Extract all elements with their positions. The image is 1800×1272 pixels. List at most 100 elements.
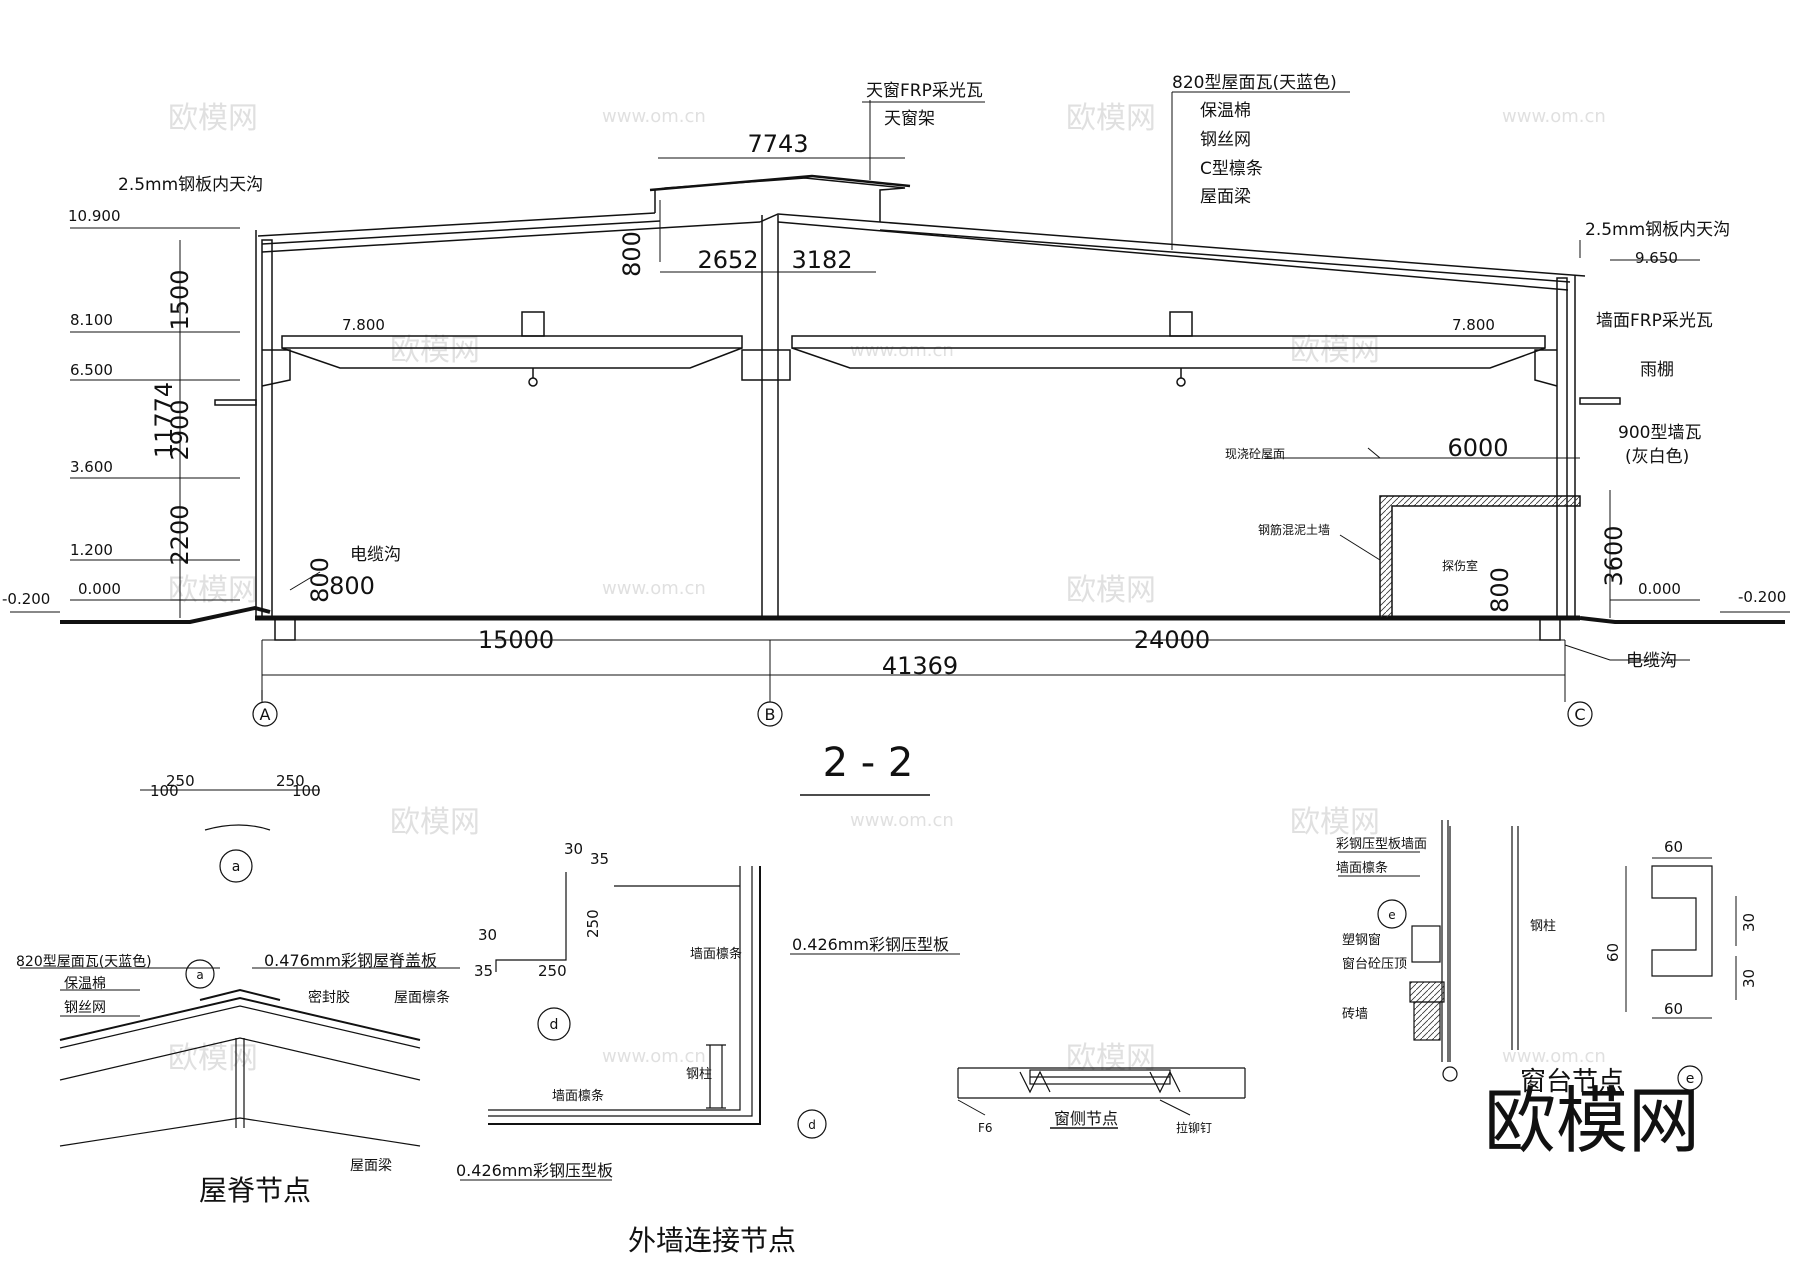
axis-bubble-a: [252, 701, 278, 727]
ridge-label-purlin: 屋面檩条: [394, 989, 450, 1006]
dim-3182: 3182: [791, 246, 852, 274]
corner-marker-circle: [537, 1007, 571, 1041]
dim-6000: 6000: [1447, 434, 1508, 462]
watermark-text: 欧模网: [168, 101, 258, 136]
elevation-10-900: 10.900: [68, 207, 121, 225]
sill-dim-60-top: 60: [1664, 838, 1683, 856]
label-wire-mesh: 钢丝网: [1200, 130, 1251, 150]
ridge-dim-100-left: 100: [150, 782, 179, 800]
watermark-text: 欧模网: [1066, 573, 1156, 608]
column-c: [1556, 277, 1568, 619]
corner-dim-35-left: 35: [474, 962, 493, 980]
corner-dim-35-top: 35: [590, 850, 609, 868]
watermark-text: 欧模网: [168, 573, 258, 608]
ground-left: [60, 605, 271, 624]
elevation-3-600: 3.600: [70, 458, 113, 476]
watermark-text: 欧模网: [390, 333, 480, 368]
elevation-0-000-right: 0.000: [1638, 580, 1681, 598]
axis-label-b: B: [765, 705, 776, 724]
elevation-crane-left: 7.800: [342, 316, 385, 334]
label-insulation: 保温棉: [1200, 101, 1251, 121]
dim-15000: 15000: [478, 626, 554, 654]
window-label-f6: F6: [978, 1121, 993, 1135]
corner-marker-label-2: d: [808, 1118, 816, 1132]
dim-41369: 41369: [882, 652, 958, 680]
sill-dim-60-bottom: 60: [1664, 1000, 1683, 1018]
watermark-url: www.om.cn: [602, 1046, 706, 1067]
label-inspection-room: 探伤室: [1442, 558, 1478, 573]
watermark-url: www.om.cn: [1502, 1046, 1606, 1067]
label-gutter-left: 2.5mm钢板内天沟: [118, 175, 263, 195]
dim-1500: 1500: [166, 269, 194, 330]
sill-marker-label: e: [1388, 908, 1395, 922]
sill-label-brick: 砖墙: [1342, 1007, 1368, 1022]
elevation-9-650: 9.650: [1635, 249, 1678, 267]
corner-label-panel-1: 0.426mm彩钢压型板: [792, 935, 949, 954]
roof-left-beam: [261, 220, 661, 245]
label-wall-tile: 900型墙瓦: [1618, 423, 1701, 443]
watermark-url: www.om.cn: [850, 340, 954, 361]
ridge-dim-100-right: 100: [292, 782, 321, 800]
corner-dim-30-top: 30: [564, 840, 583, 858]
ridge-marker-circle-2: [185, 959, 215, 989]
detail-wall-corner: [460, 866, 960, 1181]
corner-dim-30-left: 30: [478, 926, 497, 944]
crane-trolley-right: [1169, 311, 1193, 337]
sill-dim-30-bottom: 30: [1740, 969, 1758, 988]
label-wall-tile-color: (灰白色): [1625, 447, 1689, 467]
elevation-0-000-left: 0.000: [78, 580, 121, 598]
crane-girder-left: [281, 347, 743, 369]
roof-right-beam: [879, 229, 1571, 283]
window-label-rivet: 拉铆钉: [1176, 1120, 1212, 1135]
sill-label-window: 塑钢窗: [1342, 932, 1381, 948]
label-skylight-frp: 天窗FRP采光瓦: [866, 81, 983, 101]
sill-title: 窗台节点: [1520, 1067, 1624, 1097]
ridge-dim-250-right: 250: [276, 772, 305, 790]
watermark-text: 欧模网: [1066, 101, 1156, 136]
label-canopy: 雨棚: [1640, 360, 1674, 380]
window-side-title: 窗侧节点: [1054, 1109, 1118, 1128]
section-title: 2 - 2: [823, 740, 914, 786]
roof-left-beam-bottom: [261, 221, 761, 253]
elevation-6-500: 6.500: [70, 361, 113, 379]
dim-800-floor: 800: [306, 557, 334, 603]
watermark-url: www.om.cn: [1502, 106, 1606, 127]
label-skylight-frame: 天窗架: [884, 109, 935, 129]
axis-bubble-c: [1567, 701, 1593, 727]
elevation-minus-0-200-left: -0.200: [2, 590, 50, 608]
watermark-text: 欧模网: [1290, 805, 1380, 840]
elevation-1-200: 1.200: [70, 541, 113, 559]
watermark-url: www.om.cn: [850, 810, 954, 831]
roof-left-top: [257, 212, 656, 237]
watermark-text: 欧模网: [1290, 333, 1380, 368]
corner-label-purlin-2: 墙面檩条: [552, 1088, 604, 1104]
sill-marker-circle-2: [1677, 1065, 1703, 1091]
sill-label-column: 钢柱: [1530, 919, 1556, 934]
dim-7743: 7743: [747, 130, 808, 158]
crane-trolley-left: [521, 311, 545, 337]
dim-2900: 2900: [166, 399, 194, 460]
label-roof-beam: 屋面梁: [1200, 187, 1251, 207]
axis-label-a: A: [260, 705, 271, 724]
label-c-purlin: C型檩条: [1200, 159, 1263, 179]
dim-24000: 24000: [1134, 626, 1210, 654]
skylight-frame: [654, 177, 906, 222]
dim-11774: 11774: [150, 382, 178, 458]
ridge-marker-label-2: a: [196, 968, 203, 982]
watermark-text: 欧模网: [1066, 1041, 1156, 1076]
elevation-minus-0-200-right: -0.200: [1738, 588, 1786, 606]
elevation-crane-right: 7.800: [1452, 316, 1495, 334]
watermark-url: www.om.cn: [602, 578, 706, 599]
label-gutter-right: 2.5mm钢板内天沟: [1585, 220, 1730, 240]
crane-girder-right: [791, 347, 1546, 369]
ridge-label-insulation: 保温棉: [64, 975, 106, 992]
label-wall-frp: 墙面FRP采光瓦: [1596, 311, 1713, 331]
ridge-label-ridge-cap: 0.476mm彩钢屋脊盖板: [264, 951, 437, 970]
column-a: [261, 239, 273, 619]
label-roof-tile: 820型屋面瓦(天蓝色): [1172, 73, 1337, 93]
ridge-title: 屋脊节点: [199, 1174, 311, 1207]
ground-right: [1579, 616, 1785, 624]
canopy-left: [214, 399, 257, 406]
roof-right-top: [879, 221, 1586, 277]
sill-marker-label-2: e: [1686, 1071, 1695, 1087]
